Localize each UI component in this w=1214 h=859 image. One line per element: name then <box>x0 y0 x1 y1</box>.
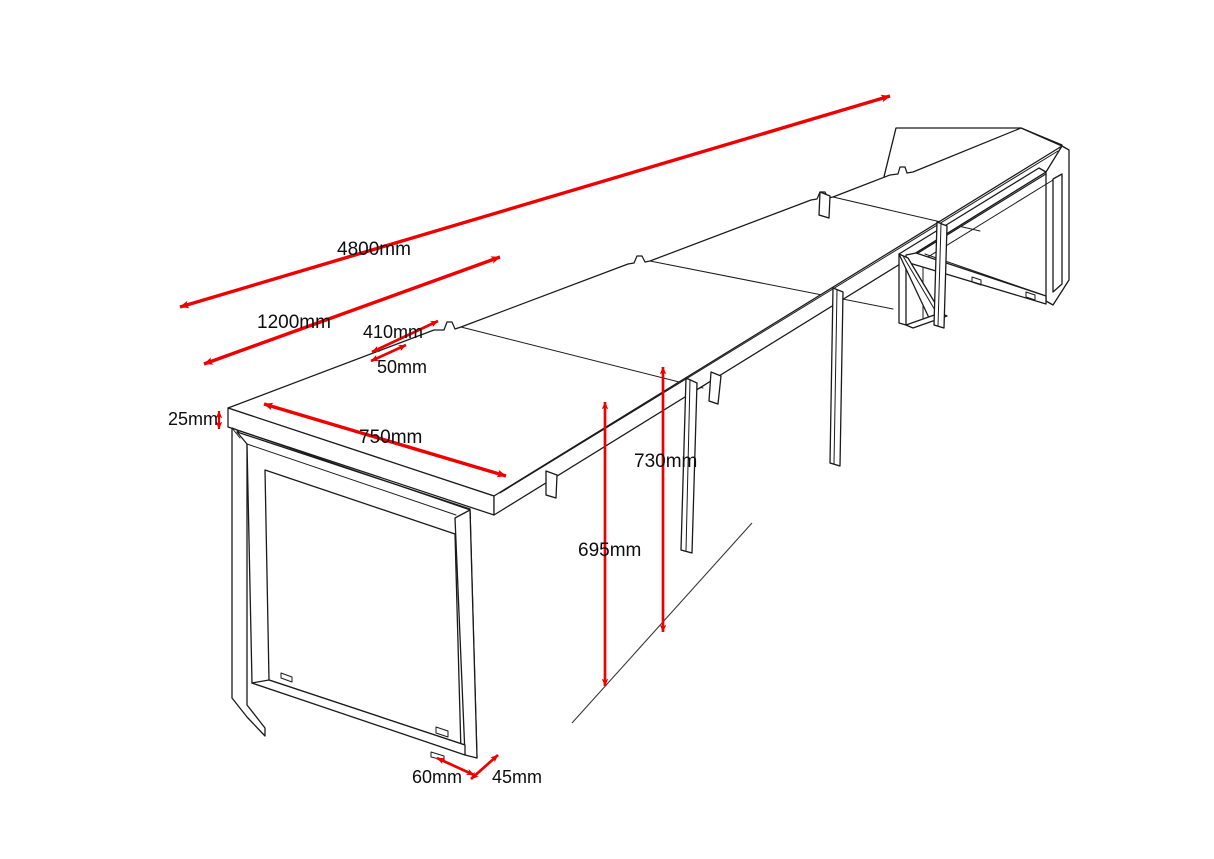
dimension-label-module-length: 1200mm <box>257 312 331 333</box>
dimension-label-cutout-width: 50mm <box>377 357 427 377</box>
dimension-leg-width <box>436 756 475 777</box>
dimension-label-overall-length: 4800mm <box>337 239 411 260</box>
desk-assembly <box>227 127 1070 761</box>
dimension-module-length <box>203 255 501 366</box>
dimension-annotations <box>179 94 891 781</box>
dimension-cutout-width <box>370 343 407 363</box>
dimension-label-worktop-height: 730mm <box>634 451 697 472</box>
intermediate-legs <box>545 191 948 554</box>
dimension-leg-depth <box>470 753 499 781</box>
dimension-label-top-thickness: 25mm <box>168 409 218 429</box>
dimension-depth <box>263 402 507 478</box>
dimension-labels: 4800mm 1200mm 410mm 50mm 25mm 750mm 730m… <box>168 239 697 787</box>
dimension-label-leg-width: 60mm <box>412 767 462 787</box>
dimension-label-underframe-height: 695mm <box>578 540 641 561</box>
dimension-label-cutout-offset: 410mm <box>363 322 423 342</box>
dimension-label-depth: 750mm <box>359 427 422 448</box>
dimension-label-leg-depth: 45mm <box>492 767 542 787</box>
